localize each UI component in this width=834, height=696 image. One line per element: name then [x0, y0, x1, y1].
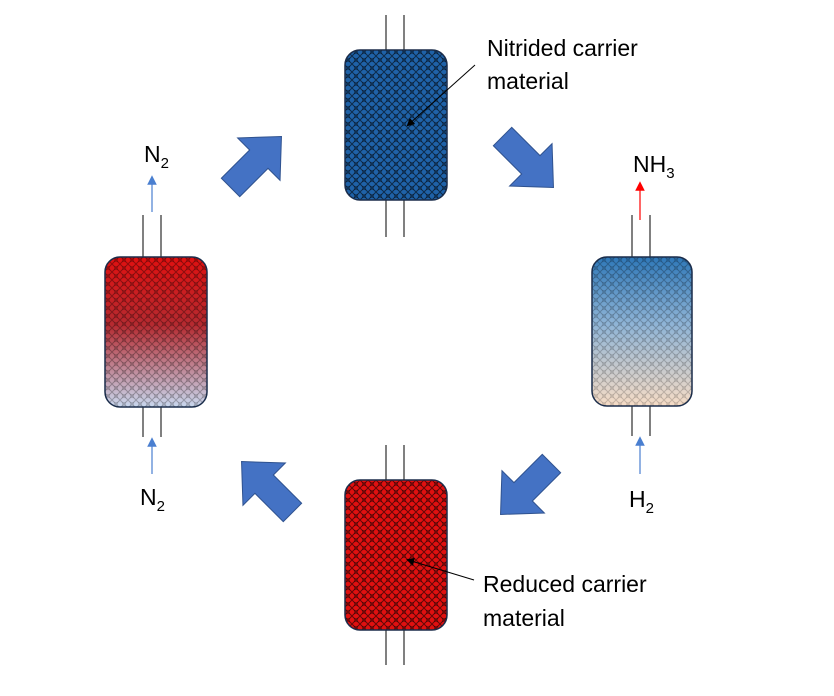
reactor-fill-pattern	[344, 49, 448, 201]
left-in-label: N2	[140, 484, 165, 515]
reactor-fill-pattern	[344, 479, 448, 631]
right-in-label: H2	[629, 486, 654, 517]
reactor-fill-pattern	[592, 257, 692, 406]
nitrided-label-line2: material	[487, 68, 569, 94]
cycle-arrow-up-right-icon	[208, 114, 304, 210]
reactor-outline	[104, 256, 208, 408]
right-out-label: NH3	[633, 151, 675, 182]
reactor-fill-pattern	[105, 257, 207, 407]
nitrided-reactor	[344, 15, 448, 237]
reduced-reactor	[344, 445, 448, 665]
cycle-arrow-down-left-icon	[478, 441, 574, 537]
reactor-outline	[591, 256, 693, 407]
cycle-arrow-down-right-icon	[480, 114, 576, 210]
left-out-label: N2	[144, 141, 169, 172]
reduced-label-line2: material	[483, 605, 565, 631]
cycle-arrow-up-left-icon	[219, 439, 315, 535]
nitrided-label-line1: Nitrided carrier	[487, 35, 638, 61]
reduced-leader-line	[406, 557, 475, 581]
right-reactor: NH3 H2	[591, 151, 693, 517]
nitrided-leader-line	[406, 64, 476, 127]
reduced-label-line1: Reduced carrier	[483, 571, 647, 597]
left-reactor: N2 N2	[104, 141, 208, 515]
